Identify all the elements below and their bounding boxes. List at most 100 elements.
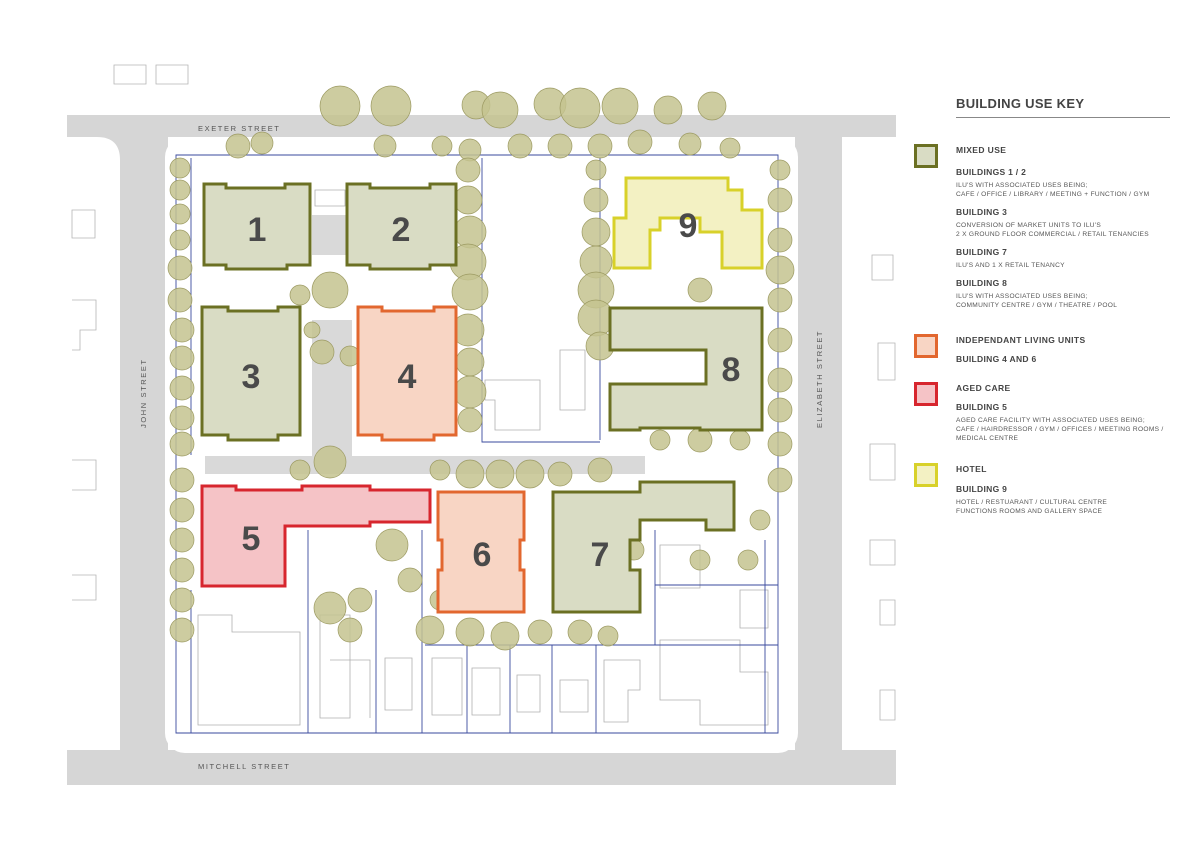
- building-8-number: 8: [722, 351, 741, 389]
- tree-canopy: [451, 273, 489, 311]
- entry-description: HOTEL / RESTUARANT / CULTURAL CENTRE FUN…: [956, 499, 1108, 515]
- building-5-number: 5: [242, 520, 261, 558]
- entry-description: ILU'S AND 1 X RETAIL TENANCY: [956, 262, 1065, 269]
- tree-canopy: [527, 619, 553, 645]
- tree-canopy: [559, 87, 601, 129]
- entry-heading: BUILDING 5: [956, 402, 1008, 412]
- adjacent-footprints: [71, 64, 896, 721]
- category-label: INDEPENDANT LIVING UNITS: [956, 335, 1086, 345]
- building-4-number: 4: [398, 358, 417, 396]
- tree-canopy: [719, 137, 741, 159]
- tree-canopy: [587, 457, 613, 483]
- john-street-road: [120, 137, 168, 750]
- tree-canopy: [313, 445, 347, 479]
- legend-category-aged-care: AGED CARE BUILDING 5 AGED CARE FACILITY …: [914, 382, 1170, 443]
- roads: [67, 115, 896, 785]
- hotel-swatch: [914, 463, 938, 487]
- tree-canopy: [169, 229, 191, 251]
- tree-canopy: [767, 327, 793, 353]
- building-9: [612, 176, 764, 270]
- tree-canopy: [455, 157, 481, 183]
- tree-canopy: [169, 375, 195, 401]
- tree-canopy: [581, 217, 611, 247]
- tree-canopy: [767, 287, 793, 313]
- tree-canopy: [169, 527, 195, 553]
- tree-canopy: [169, 345, 195, 371]
- category-label: MIXED USE: [956, 145, 1007, 155]
- building-3-number: 3: [242, 358, 261, 396]
- buildings: [200, 176, 764, 614]
- tree-canopy: [169, 157, 191, 179]
- tree-canopy: [169, 467, 195, 493]
- tree-canopy: [515, 459, 545, 489]
- tree-canopy: [373, 134, 397, 158]
- tree-canopy: [370, 85, 412, 127]
- building-2-number: 2: [392, 211, 411, 249]
- tree-canopy: [169, 431, 195, 457]
- tree-canopy: [678, 132, 702, 156]
- building-numbers: 1 2 3 4 5 6 7 8 9: [242, 207, 741, 574]
- tree-canopy: [169, 587, 195, 613]
- tree-canopy: [250, 131, 274, 155]
- tree-canopy: [169, 497, 195, 523]
- tree-canopy: [169, 617, 195, 643]
- tree-canopy: [347, 587, 373, 613]
- tree-canopy: [765, 255, 795, 285]
- tree-canopy: [453, 215, 487, 249]
- entry-description: ILU'S WITH ASSOCIATED USES BEING; CAFE /…: [956, 182, 1150, 198]
- tree-canopy: [737, 549, 759, 571]
- tree-canopy: [453, 375, 487, 409]
- street-label-south: MITCHELL STREET: [198, 762, 290, 771]
- tree-canopy: [490, 621, 520, 651]
- tree-canopy: [689, 549, 711, 571]
- tree-canopy: [453, 185, 483, 215]
- tree-canopy: [627, 129, 653, 155]
- tree-canopy: [313, 591, 347, 625]
- tree-canopy: [597, 625, 619, 647]
- building-3: [200, 305, 302, 442]
- tree-canopy: [289, 459, 311, 481]
- entry-description: ILU'S WITH ASSOCIATED USES BEING; COMMUN…: [956, 293, 1118, 309]
- tree-canopy: [767, 467, 793, 493]
- building-9-number: 9: [679, 207, 698, 245]
- legend-category-hotel: HOTEL BUILDING 9 HOTEL / RESTUARANT / CU…: [914, 463, 1170, 516]
- category-label: HOTEL: [956, 464, 987, 474]
- building-5: [200, 484, 432, 588]
- street-label-east: ELIZABETH STREET: [815, 330, 824, 428]
- street-label-north: EXETER STREET: [198, 124, 280, 133]
- tree-canopy: [225, 133, 251, 159]
- tree-canopy: [458, 138, 482, 162]
- entry-heading: BUILDING 3: [956, 207, 1008, 217]
- tree-canopy: [455, 617, 485, 647]
- tree-canopy: [649, 429, 671, 451]
- tree-canopy: [431, 135, 453, 157]
- building-6: [436, 490, 526, 614]
- tree-canopy: [653, 95, 683, 125]
- legend-category-independant-living: INDEPENDANT LIVING UNITS BUILDING 4 AND …: [914, 334, 1170, 364]
- tree-canopy: [585, 159, 607, 181]
- exeter-street-road: [67, 115, 896, 137]
- tree-canopy: [587, 133, 613, 159]
- building-7-number: 7: [591, 536, 610, 574]
- tree-canopy: [697, 91, 727, 121]
- tree-canopy: [169, 557, 195, 583]
- tree-canopy: [397, 567, 423, 593]
- tree-canopy: [729, 429, 751, 451]
- tree-canopy: [769, 159, 791, 181]
- building-4: [356, 305, 458, 442]
- building-1: [202, 182, 312, 271]
- street-label-west: JOHN STREET: [139, 358, 148, 428]
- tree-canopy: [169, 203, 191, 225]
- tree-canopy: [429, 459, 451, 481]
- entry-heading: BUILDING 8: [956, 278, 1008, 288]
- category-label: AGED CARE: [956, 383, 1011, 393]
- tree-canopy: [767, 367, 793, 393]
- tree-canopy: [169, 317, 195, 343]
- tree-canopy: [749, 509, 771, 531]
- tree-canopy: [455, 459, 485, 489]
- tree-canopy: [687, 427, 713, 453]
- tree-canopy: [169, 179, 191, 201]
- tree-canopy: [507, 133, 533, 159]
- tree-canopy: [289, 284, 311, 306]
